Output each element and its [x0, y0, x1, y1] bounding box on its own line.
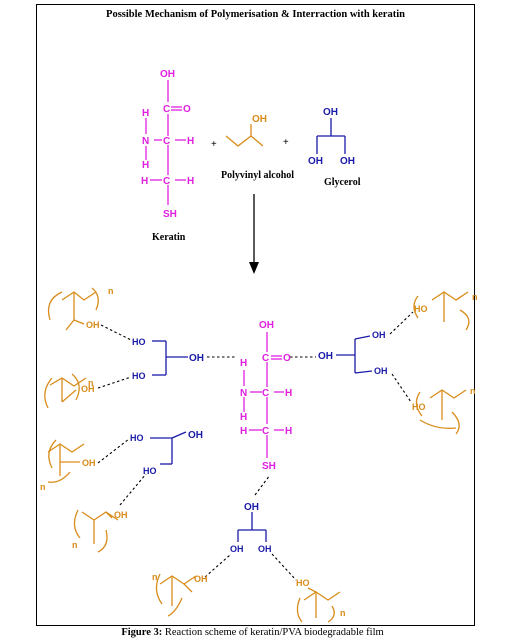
- atom-label: OH: [374, 366, 388, 376]
- pva-labels: OH n OH n OH n OH n OH n HO n HO n HO n: [40, 286, 478, 618]
- atom-label: O: [283, 353, 291, 364]
- atom-label: OH: [244, 502, 259, 513]
- atom-label: n: [152, 572, 158, 582]
- pva-monomer: OH Polyvinyl alcohol: [221, 114, 294, 181]
- reaction-arrow: [249, 194, 259, 274]
- atom-label: OH: [230, 544, 244, 554]
- atom-label: n: [88, 378, 94, 388]
- central-keratin: OH C O H N C H H H C H SH: [240, 320, 292, 472]
- atom-label: OH: [189, 353, 204, 364]
- atom-label: n: [470, 386, 476, 396]
- atom-label: HO: [296, 578, 310, 588]
- atom-label: C: [262, 353, 269, 364]
- glycerol-left-middle: HO OH HO: [130, 430, 203, 476]
- atom-label: C: [163, 104, 170, 115]
- atom-label: OH: [81, 384, 95, 394]
- pva-label: Polyvinyl alcohol: [221, 170, 294, 181]
- atom-label: OH: [372, 330, 386, 340]
- atom-label: C: [163, 176, 170, 187]
- atom-label: H: [240, 358, 247, 369]
- hydrogen-bonds: [97, 311, 414, 581]
- plus-sign: +: [211, 139, 217, 150]
- glycerol-monomer: OH OH OH Glycerol: [308, 107, 361, 188]
- atom-label: OH: [259, 320, 274, 331]
- atom-label: OH: [86, 320, 100, 330]
- atom-label: H: [142, 108, 149, 119]
- atom-label: OH: [258, 544, 272, 554]
- glycerol-left-top: HO OH HO: [132, 337, 204, 381]
- atom-label: OH: [160, 69, 175, 80]
- atom-label: OH: [318, 351, 333, 362]
- atom-label: H: [187, 176, 194, 187]
- atom-label: N: [240, 388, 247, 399]
- figure-frame: [36, 4, 475, 626]
- atom-label: H: [142, 160, 149, 171]
- atom-label: HO: [143, 466, 157, 476]
- atom-label: n: [108, 286, 114, 296]
- atom-label: C: [262, 388, 269, 399]
- atom-label: H: [141, 176, 148, 187]
- atom-label: N: [142, 136, 149, 147]
- atom-label: SH: [163, 209, 177, 220]
- atom-label: OH: [323, 107, 338, 118]
- atom-label: H: [240, 412, 247, 423]
- plus-sign: +: [283, 137, 289, 148]
- atom-label: HO: [414, 304, 428, 314]
- glycerol-bottom: OH OH OH: [230, 502, 272, 554]
- glycerol-right: OH OH OH: [318, 330, 388, 376]
- atom-label: H: [285, 426, 292, 437]
- atom-label: n: [72, 540, 78, 550]
- atom-label: OH: [114, 510, 128, 520]
- figure-title: Possible Mechanism of Polymerisation & I…: [106, 9, 405, 20]
- caption-label: Figure 3:: [121, 627, 163, 638]
- atom-label: H: [187, 136, 194, 147]
- figure-caption: Figure 3: Reaction scheme of keratin/PVA…: [0, 627, 505, 638]
- keratin-monomer: OH C O H N C H H H C H SH Keratin: [141, 69, 194, 243]
- atom-label: OH: [340, 156, 355, 167]
- atom-label: H: [240, 426, 247, 437]
- atom-label: O: [183, 104, 191, 115]
- atom-label: HO: [412, 402, 426, 412]
- atom-label: OH: [194, 574, 208, 584]
- atom-label: HO: [130, 433, 144, 443]
- atom-label: H: [285, 388, 292, 399]
- atom-label: HO: [132, 337, 146, 347]
- atom-label: OH: [188, 430, 203, 441]
- atom-label: C: [163, 136, 170, 147]
- keratin-label: Keratin: [152, 232, 186, 243]
- atom-label: C: [262, 426, 269, 437]
- atom-label: OH: [252, 114, 267, 125]
- caption-text: Reaction scheme of keratin/PVA biodegrad…: [162, 627, 384, 638]
- atom-label: n: [340, 608, 346, 618]
- atom-label: OH: [308, 156, 323, 167]
- glycerol-label: Glycerol: [324, 177, 361, 188]
- atom-label: n: [40, 482, 46, 492]
- atom-label: OH: [82, 458, 96, 468]
- atom-label: n: [472, 292, 478, 302]
- atom-label: HO: [132, 371, 146, 381]
- atom-label: SH: [262, 461, 276, 472]
- pva-fragments: [44, 287, 470, 623]
